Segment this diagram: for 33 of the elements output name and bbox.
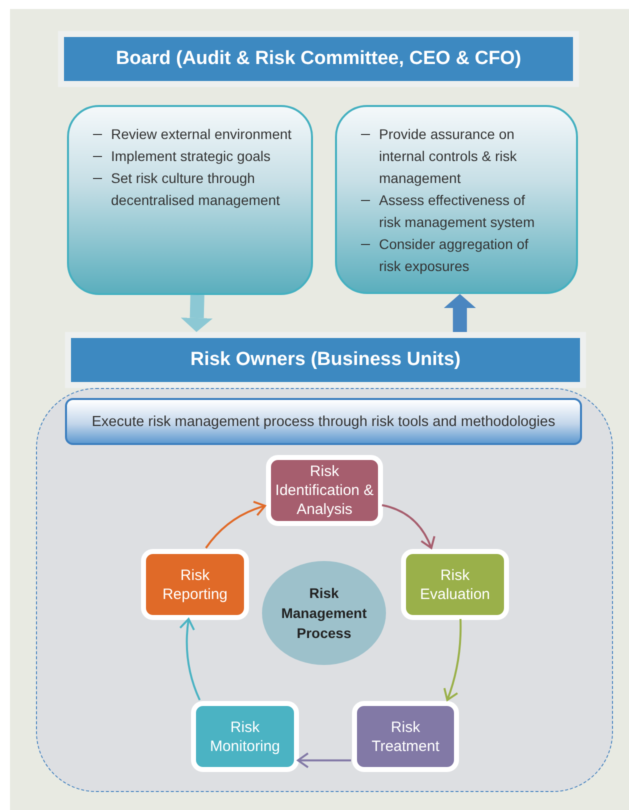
node-label: Risk Evaluation [418, 566, 492, 604]
dashed-container [36, 388, 613, 792]
node-label: Risk Management Process [280, 584, 368, 643]
arrow [205, 501, 266, 549]
node-label: Risk Identification & Analysis [274, 462, 375, 519]
node-label: Risk Treatment [370, 718, 440, 756]
bullet-item: Consider aggregation of risk exposures [359, 233, 546, 277]
process-box [266, 455, 383, 526]
bullet-item: Assess effectiveness of risk management system [359, 189, 546, 233]
node-label: Execute risk management process through risk tools and methodologies [92, 414, 556, 430]
arrow [297, 752, 351, 768]
arrow [382, 504, 435, 549]
node-label: Risk Owners (Business Units) [190, 349, 461, 371]
arrow [179, 618, 201, 700]
rounded-panel [67, 105, 313, 295]
arrow [444, 294, 476, 332]
header-bar [58, 31, 579, 87]
node-label: Risk Monitoring [208, 718, 282, 756]
arrow [443, 618, 462, 701]
process-box [352, 701, 459, 772]
process-box [191, 701, 299, 772]
process-box [141, 549, 249, 620]
bullet-item: Review external environment [91, 123, 297, 145]
header-bar [65, 332, 586, 388]
node-label: Risk Reporting [161, 566, 229, 604]
rounded-panel [335, 105, 578, 294]
node-label: Board (Audit & Risk Committee, CEO & CFO) [116, 48, 522, 70]
bullet-item: Set risk culture through decentralised management [91, 167, 297, 211]
banner-bar [65, 398, 582, 445]
arrow [180, 294, 213, 332]
process-box [401, 549, 509, 620]
bullet-item: Implement strategic goals [91, 145, 297, 167]
bullet-item: Provide assurance on internal controls & risk management [359, 123, 546, 189]
